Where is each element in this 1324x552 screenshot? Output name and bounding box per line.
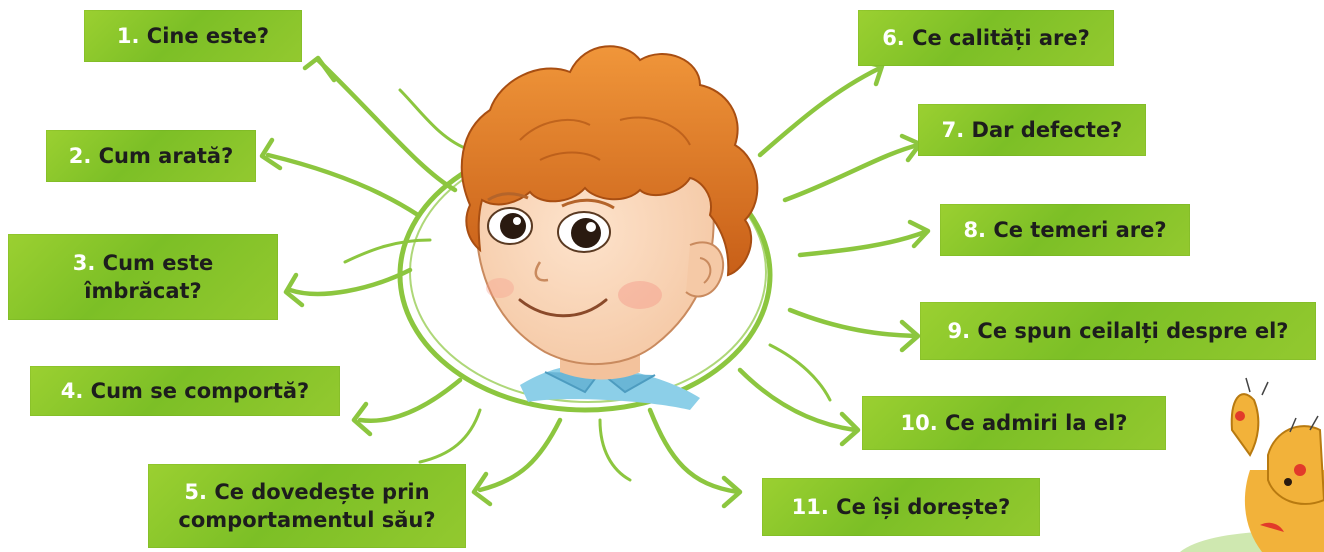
question-11: 11. Ce își dorește? — [791, 495, 1011, 519]
question-box-8: 8. Ce temeri are? — [940, 204, 1190, 256]
connector-2-head — [259, 137, 283, 171]
connector-9 — [787, 307, 919, 339]
connector-9-head — [899, 319, 921, 353]
connector-11 — [647, 407, 741, 495]
question-6: 6. Ce calități are? — [882, 26, 1090, 50]
question-box-4: 4. Cum se comportă? — [30, 366, 340, 416]
question-box-10: 10. Ce admiri la el? — [862, 396, 1166, 450]
connector-8 — [797, 229, 928, 258]
cat-character — [1180, 377, 1324, 552]
question-2: 2. Cum arată? — [68, 144, 234, 168]
question-box-1: 1. Cine este? — [84, 10, 302, 62]
connector-4 — [357, 377, 463, 424]
boy-portrait — [460, 45, 759, 410]
question-4: 4. Cum se comportă? — [60, 379, 310, 403]
connector-1-head — [302, 55, 337, 83]
connector-10-head — [839, 411, 861, 447]
question-9: 9. Ce spun ceilalți despre el? — [947, 319, 1289, 343]
connector-10 — [737, 367, 858, 433]
question-box-9: 9. Ce spun ceilalți despre el? — [920, 302, 1316, 360]
connector-11-head — [721, 475, 743, 509]
question-10: 10. Ce admiri la el? — [900, 411, 1128, 435]
connector-5-head — [471, 471, 493, 507]
connector-7 — [782, 142, 921, 203]
connector-3 — [287, 267, 413, 297]
connector-4-head — [351, 401, 373, 437]
question-box-7: 7. Dar defecte? — [918, 104, 1146, 156]
question-8: 8. Ce temeri are? — [963, 218, 1167, 242]
connector-1 — [315, 57, 458, 193]
connector-6 — [757, 65, 883, 158]
question-7: 7. Dar defecte? — [941, 118, 1123, 142]
connector-3-head — [283, 272, 305, 308]
question-box-2: 2. Cum arată? — [46, 130, 256, 182]
question-box-11: 11. Ce își dorește? — [762, 478, 1040, 536]
question-box-6: 6. Ce calități are? — [858, 10, 1114, 66]
question-1: 1. Cine este? — [116, 24, 270, 48]
connector-5 — [477, 417, 563, 493]
connector-2 — [265, 152, 421, 218]
connector-8-head — [907, 219, 931, 249]
